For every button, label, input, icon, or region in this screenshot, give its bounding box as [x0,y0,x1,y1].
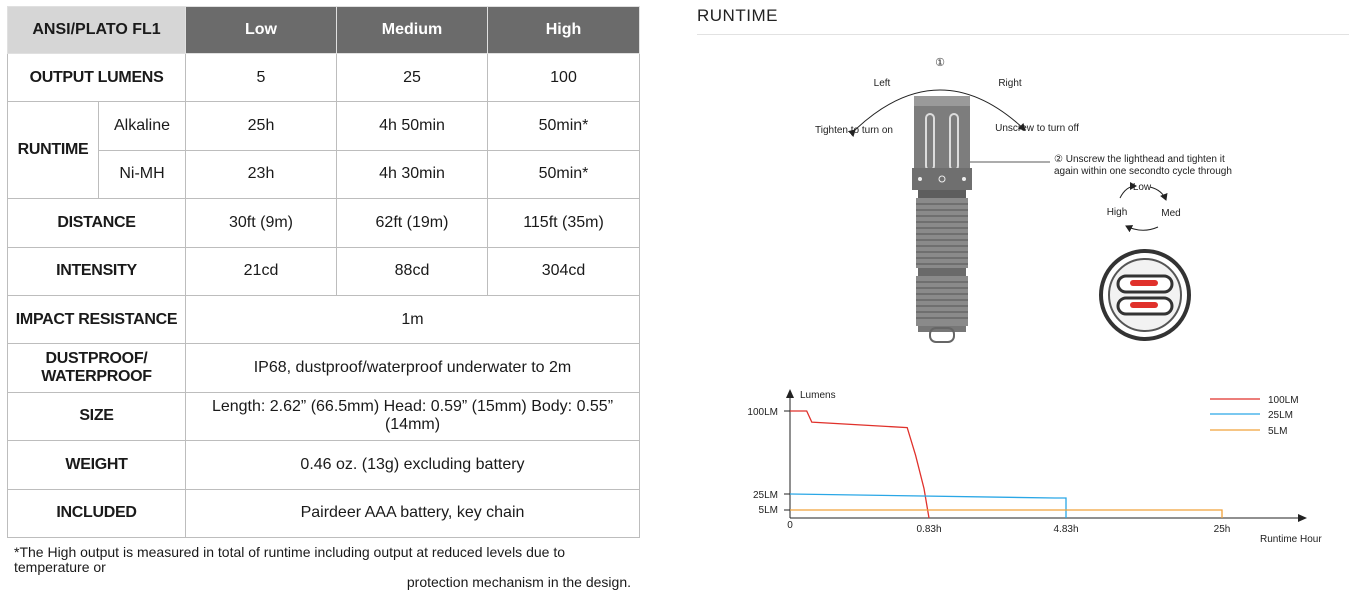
row-label-distance: DISTANCE [7,198,186,248]
cell-distance-low: 30ft (9m) [185,198,337,248]
row-sublabel-nimh: Ni-MH [98,149,186,200]
table-row: WEIGHT 0.46 oz. (13g) excluding battery [7,440,640,490]
cell-included-value: Pairdeer AAA battery, key chain [185,488,640,539]
row-label-waterproof: DUSTPROOF/WATERPROOF [7,343,186,393]
legend-label-25lm: 25LM [1268,410,1293,421]
label-med: Med [1161,208,1180,219]
row-label-weight: WEIGHT [7,440,186,490]
cycle-arrow-icon [1149,186,1168,201]
cell-distance-medium: 62ft (19m) [336,198,488,248]
cell-output-medium: 25 [336,52,488,103]
cell-impact-value: 1m [185,294,640,345]
step1-number: ① [935,57,945,69]
cell-size-value: Length: 2.62” (66.5mm) Head: 0.59” (15mm… [185,391,640,442]
header-low: Low [185,6,337,54]
table-header-row: ANSI/PLATO FL1 Low Medium High [7,6,640,54]
step2-line2: again within one secondto cycle through [1054,166,1232,177]
table-row: DISTANCE 30ft (9m) 62ft (19m) 115ft (35m… [7,198,640,248]
header-model: ANSI/PLATO FL1 [7,6,186,54]
label-right: Right [998,78,1022,89]
x-tick-label: 25h [1214,524,1231,535]
y-tick-label: 100LM [747,407,778,418]
cell-alkaline-medium: 4h 50min [336,101,488,151]
section-divider [697,34,1349,35]
label-tighten: Tighten to turn on [815,125,893,136]
series-line-100lm [790,410,930,519]
cycle-arrow-icon [1119,182,1137,199]
x-tick-label: 0.83h [916,524,941,535]
cell-output-low: 5 [185,52,337,103]
label-high: High [1107,207,1128,218]
row-label-size: SIZE [7,391,186,442]
legend-label-5lm: 5LM [1268,426,1287,437]
row-label-runtime: RUNTIME [7,101,99,200]
x-tick-label: 0 [787,520,793,531]
footnote: *The High output is measured in total of… [14,545,631,590]
table-row: INCLUDED Pairdeer AAA battery, key chain [7,488,640,539]
cell-alkaline-low: 25h [185,101,337,151]
table-row: INTENSITY 21cd 88cd 304cd [7,246,640,296]
spec-table: ANSI/PLATO FL1 Low Medium High OUTPUT LU… [7,6,640,539]
table-row: SIZE Length: 2.62” (66.5mm) Head: 0.59” … [7,391,640,442]
header-medium: Medium [336,6,488,54]
row-label-output: OUTPUT LUMENS [7,52,186,103]
step2-line1: ② Unscrew the lighthead and tighten it [1054,154,1225,165]
series-line-5lm [790,509,1223,518]
table-row: DUSTPROOF/WATERPROOF IP68, dustproof/wat… [7,343,640,393]
cell-intensity-medium: 88cd [336,246,488,296]
cell-alkaline-high: 50min* [487,101,640,151]
table-row: RUNTIME Alkaline 25h 4h 50min 50min* [7,101,640,200]
cell-output-high: 100 [487,52,640,103]
cell-distance-high: 115ft (35m) [487,198,640,248]
x-axis-label: Runtime Hour [1260,534,1322,545]
cycle-arrow-icon [1125,225,1159,233]
y-tick-label: 25LM [753,490,778,501]
cell-nimh-high: 50min* [487,149,640,200]
cell-nimh-low: 23h [185,149,337,200]
table-row: OUTPUT LUMENS 5 25 100 [7,52,640,103]
row-sublabel-alkaline: Alkaline [98,101,186,151]
table-row: Ni-MH 23h 4h 30min 50min* [8,149,640,200]
footnote-line1: *The High output is measured in total of… [14,544,565,575]
table-row: IMPACT RESISTANCE 1m [7,294,640,345]
runtime-chart: Lumens Runtime Hour 100LM 25LM 5LM 0 0.8… [747,389,1322,545]
cell-intensity-low: 21cd [185,246,337,296]
chart-legend: 100LM 25LM 5LM [1210,395,1299,437]
cell-weight-value: 0.46 oz. (13g) excluding battery [185,440,640,490]
series-line-25lm [789,493,1067,518]
cell-nimh-medium: 4h 30min [336,149,488,200]
footnote-line2: protection mechanism in the design. [406,574,631,590]
row-label-waterproof-line1: DUSTPROOF/ [45,350,148,368]
label-low: Low [1133,182,1152,193]
y-tick-label: 5LM [759,505,778,516]
row-label-intensity: INTENSITY [7,246,186,296]
flashlight-icon [912,96,972,343]
operation-diagram: ① Left Right Tighten to turn on Unscrew … [815,57,1232,343]
header-high: High [487,6,640,54]
rotate-arc-icon [847,89,1026,138]
cell-waterproof-value: IP68, dustproof/waterproof underwater to… [185,343,640,393]
row-label-impact: IMPACT RESISTANCE [7,294,186,345]
cell-intensity-high: 304cd [487,246,640,296]
row-label-included: INCLUDED [7,488,186,539]
label-left: Left [874,78,891,89]
y-axis-label: Lumens [800,390,836,401]
label-unscrew: Unscrew to turn off [995,123,1079,134]
row-label-waterproof-line2: WATERPROOF [41,368,152,386]
runtime-section-title: RUNTIME [697,6,778,25]
x-tick-label: 4.83h [1053,524,1078,535]
series-layer [789,410,1223,519]
tailcap-icon [1099,249,1191,341]
legend-label-100lm: 100LM [1268,395,1299,406]
